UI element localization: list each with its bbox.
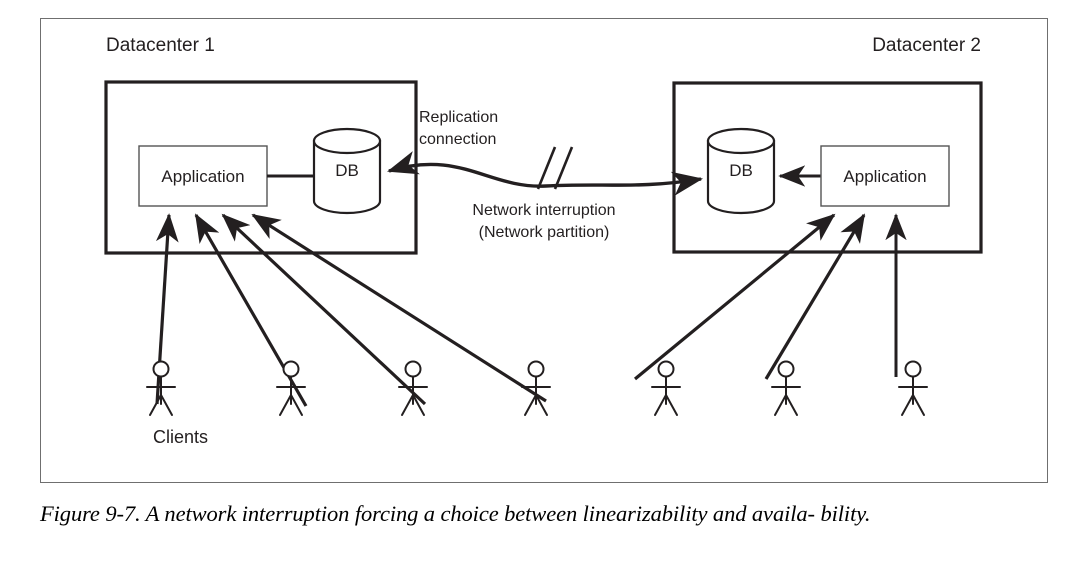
datacenter-1-group: Datacenter 1 Application DB <box>104 35 418 255</box>
break-slash-1 <box>536 146 557 190</box>
client-figure-3 <box>398 360 428 416</box>
replication-link-group: Replication connection Network interrupt… <box>387 109 704 241</box>
app-1-box <box>138 145 268 207</box>
app-1-node: Application <box>138 145 268 207</box>
client-figure-4 <box>521 360 551 416</box>
figure-frame: Datacenter 1 Application DB Data <box>40 18 1048 483</box>
client-figure-7 <box>898 360 928 416</box>
db-1-label: DB <box>335 161 359 180</box>
figure-caption-line-1: Figure 9-7. A network interruption forci… <box>40 501 815 526</box>
client-figure-5 <box>651 360 681 416</box>
client-figure-6 <box>771 360 801 416</box>
db-2-top <box>706 127 776 155</box>
app-2-box <box>820 145 950 207</box>
db-1-body <box>312 139 382 215</box>
network-break-marker-icon <box>536 146 574 190</box>
replication-connection-arrow <box>387 151 704 196</box>
client-arrow-6 <box>764 213 866 380</box>
client-arrows-left <box>155 213 547 407</box>
network-interruption-label-line2: (Network partition) <box>479 224 610 241</box>
datacenter-1-label: Datacenter 1 <box>106 35 215 56</box>
client-figure-2 <box>276 360 306 416</box>
db-2-label: DB <box>729 161 753 180</box>
client-figure-1 <box>146 360 176 416</box>
clients-label: Clients <box>153 427 208 447</box>
app-2-label: Application <box>843 167 926 186</box>
app-2-node: Application <box>820 145 950 207</box>
datacenter-2-label: Datacenter 2 <box>872 35 981 56</box>
clients-group <box>146 360 928 416</box>
db-2-body <box>706 139 776 215</box>
db-2-node: DB <box>706 127 776 215</box>
datacenter-2-group: Datacenter 2 DB Application <box>672 35 983 254</box>
network-partition-diagram: Datacenter 1 Application DB Data <box>104 35 983 447</box>
client-arrow-3 <box>221 213 427 406</box>
figure-caption-line-2: bility. <box>820 501 871 526</box>
replication-connection-label-line1: Replication <box>419 109 498 126</box>
db-1-top <box>312 127 382 155</box>
client-arrow-5 <box>633 213 836 381</box>
break-slash-2 <box>553 146 574 190</box>
replication-connection-label-line2: connection <box>419 131 496 148</box>
network-interruption-label-line1: Network interruption <box>472 202 615 219</box>
figure-caption: Figure 9-7. A network interruption forci… <box>40 498 1050 529</box>
db-1-node: DB <box>312 127 382 215</box>
client-arrows-right <box>633 213 907 381</box>
app-1-label: Application <box>161 167 244 186</box>
client-arrow-4 <box>251 213 547 403</box>
